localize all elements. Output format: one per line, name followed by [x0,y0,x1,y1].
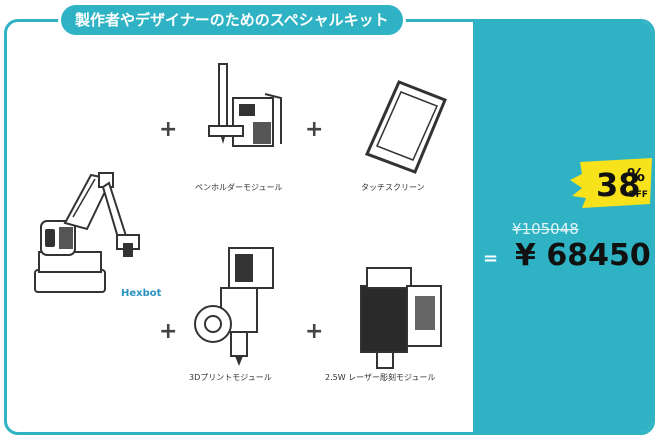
plus-sign-top-mid: + [305,117,324,142]
discount-percent: % [627,165,646,186]
touch-screen-image [364,80,447,174]
original-price: ¥105048 [512,220,579,238]
plus-sign-bottom-left: + [159,319,178,344]
price-panel [473,22,652,432]
discount-off: OFF [628,190,648,200]
hexbot-label: Hexbot [121,288,162,299]
hexbot-robot-image [34,172,140,293]
sale-price: ¥ 68450 [515,238,651,273]
kit-card: Hexbot + + + + ペンホルダーモジュール タッチスクリーン [4,19,655,435]
laser-engraving-module-label: 2.5W レーザー彫刻モジュール [325,373,436,382]
laser-engraving-module-image [360,267,442,369]
discount-number: 38 [596,166,641,204]
pen-holder-module-label: ペンホルダーモジュール [195,183,283,192]
3d-print-module-image [194,247,274,366]
3d-print-module-label: 3Dプリントモジュール [189,373,272,382]
plus-sign-top-left: + [159,117,178,142]
plus-sign-bottom-mid: + [305,319,324,344]
pen-holder-module-image [208,63,282,147]
discount-badge-icon [570,158,652,208]
banner-title: 製作者やデザイナーのためのスペシャルキット [58,2,406,38]
equals-sign: = [483,248,499,269]
touch-screen-label: タッチスクリーン [361,183,425,192]
